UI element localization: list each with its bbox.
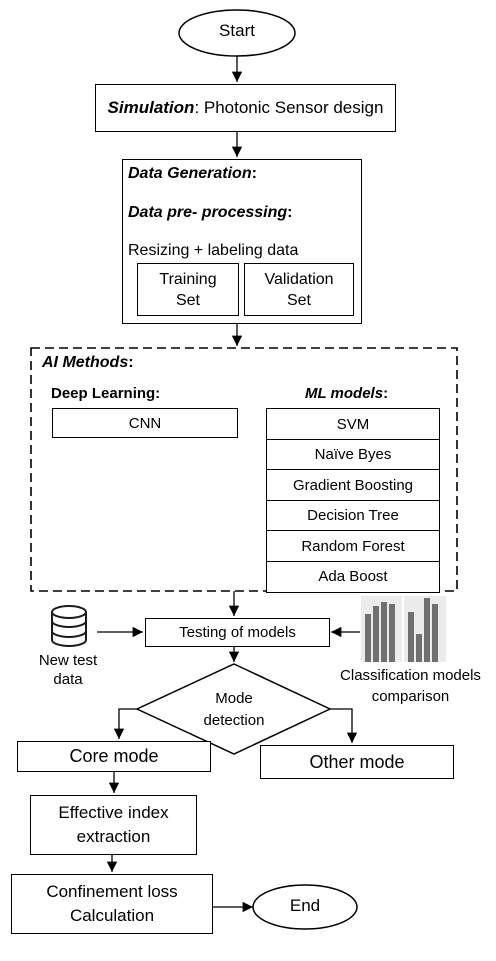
confinement-box: Confinement loss Calculation [11, 874, 213, 934]
ai-methods-label: AI Methods: [42, 354, 134, 371]
simulation-label-bold: Simulation [107, 98, 195, 117]
end-label: End [289, 896, 321, 915]
deep-learning-label: Deep Learning: [51, 385, 161, 402]
ml-model-item: Gradient Boosting [266, 469, 440, 501]
database-icon [51, 605, 87, 647]
resizing-label: Resizing + labeling data [128, 242, 299, 259]
ml-model-item: Naïve Byes [266, 438, 440, 471]
ai-methods-box [30, 347, 458, 592]
confinement-line1: Confinement loss [46, 882, 178, 901]
data-generation-label: Data Generation: [128, 165, 257, 182]
simulation-label-rest: : Photonic Sensor design [194, 98, 384, 117]
ml-model-item: Decision Tree [266, 499, 440, 532]
effective-index-line2: extraction [76, 827, 151, 846]
validation-set-line1: Validation [264, 270, 334, 288]
effective-index-line1: Effective index [58, 803, 169, 822]
testing-box: Testing of models [145, 618, 330, 647]
core-mode-box: Core mode [17, 741, 211, 772]
validation-set-box: Validation Set [244, 263, 354, 316]
other-mode-box: Other mode [260, 745, 454, 779]
bar-chart-icon [361, 596, 446, 662]
training-set-line2: Set [175, 291, 200, 309]
ml-model-item: SVM [266, 408, 440, 440]
validation-set-line2: Set [286, 291, 311, 309]
training-set-line1: Training [159, 270, 217, 288]
ml-models-label: ML models: [305, 385, 389, 402]
ml-model-item: Random Forest [266, 530, 440, 562]
ml-model-item: Ada Boost [266, 560, 440, 593]
cnn-box: CNN [52, 408, 238, 438]
mode-detection-diamond [135, 663, 332, 755]
data-preprocessing-label: Data pre- processing: [128, 204, 293, 221]
simulation-box: Simulation: Photonic Sensor design [95, 84, 396, 132]
end-terminal [252, 884, 358, 930]
training-set-box: Training Set [137, 263, 239, 316]
arrow-decision-to-core [113, 708, 137, 739]
effective-index-box: Effective index extraction [30, 795, 197, 855]
start-label: Start [219, 21, 255, 40]
confinement-line2: Calculation [69, 906, 155, 925]
arrow-decision-to-other [330, 708, 358, 743]
